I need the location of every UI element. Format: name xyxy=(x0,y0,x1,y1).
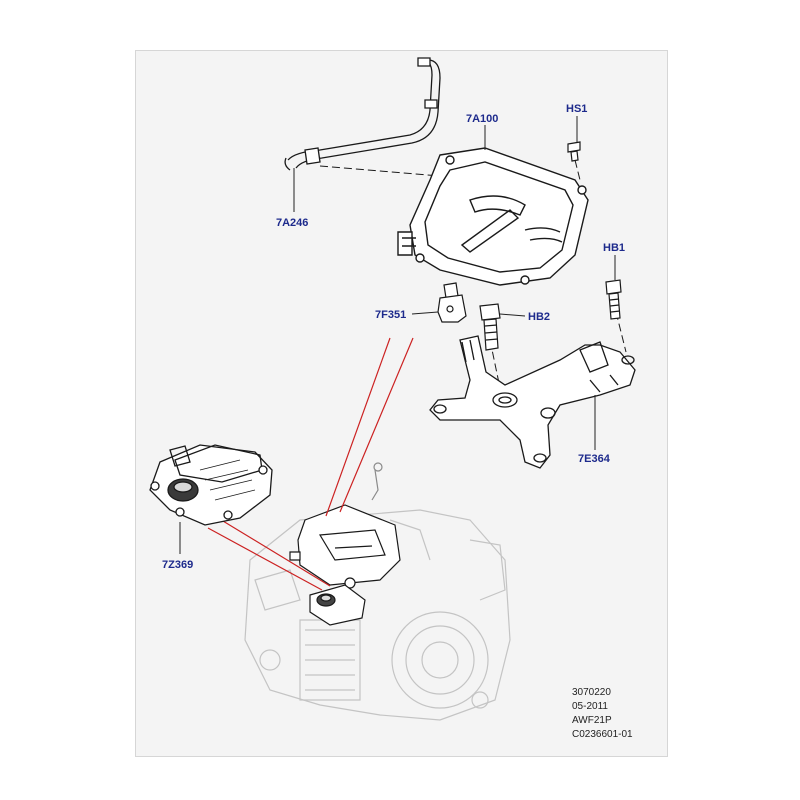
callout-leaders xyxy=(179,116,616,554)
callout-7z369: 7Z369 xyxy=(162,559,193,571)
part-hb1-bolt xyxy=(605,279,622,320)
footer-line-4: C0236601-01 xyxy=(572,729,633,740)
mounted-selector-module xyxy=(309,584,366,626)
part-hs1-bolt xyxy=(567,141,581,162)
callout-hb1: HB1 xyxy=(603,242,625,254)
callout-hb2: HB2 xyxy=(528,311,550,323)
part-hb2-bolt xyxy=(479,303,501,351)
footer-line-3: AWF21P xyxy=(572,715,612,726)
part-7f351-sensor xyxy=(437,282,467,323)
diagram-frame xyxy=(135,50,668,757)
callout-labels: 7A246 7A100 HS1 HB1 7F351 HB2 7E364 7Z36… xyxy=(162,103,625,571)
callout-7f351: 7F351 xyxy=(375,309,406,321)
footer-line-1: 3070220 xyxy=(572,687,611,698)
callout-7a246: 7A246 xyxy=(276,217,308,229)
transmission-housing-ghost xyxy=(244,462,511,721)
callout-7e364: 7E364 xyxy=(578,453,611,465)
part-7a246-hose xyxy=(284,57,441,171)
callout-7a100: 7A100 xyxy=(466,113,498,125)
part-7a100-cover xyxy=(397,147,589,286)
callout-hs1: HS1 xyxy=(566,103,587,115)
part-7z369-module xyxy=(149,444,273,526)
part-7e364-bracket xyxy=(429,335,636,469)
mounted-valve-body-cover xyxy=(289,504,401,589)
highlight-lines xyxy=(207,337,414,591)
footer-line-2: 05-2011 xyxy=(572,701,608,712)
